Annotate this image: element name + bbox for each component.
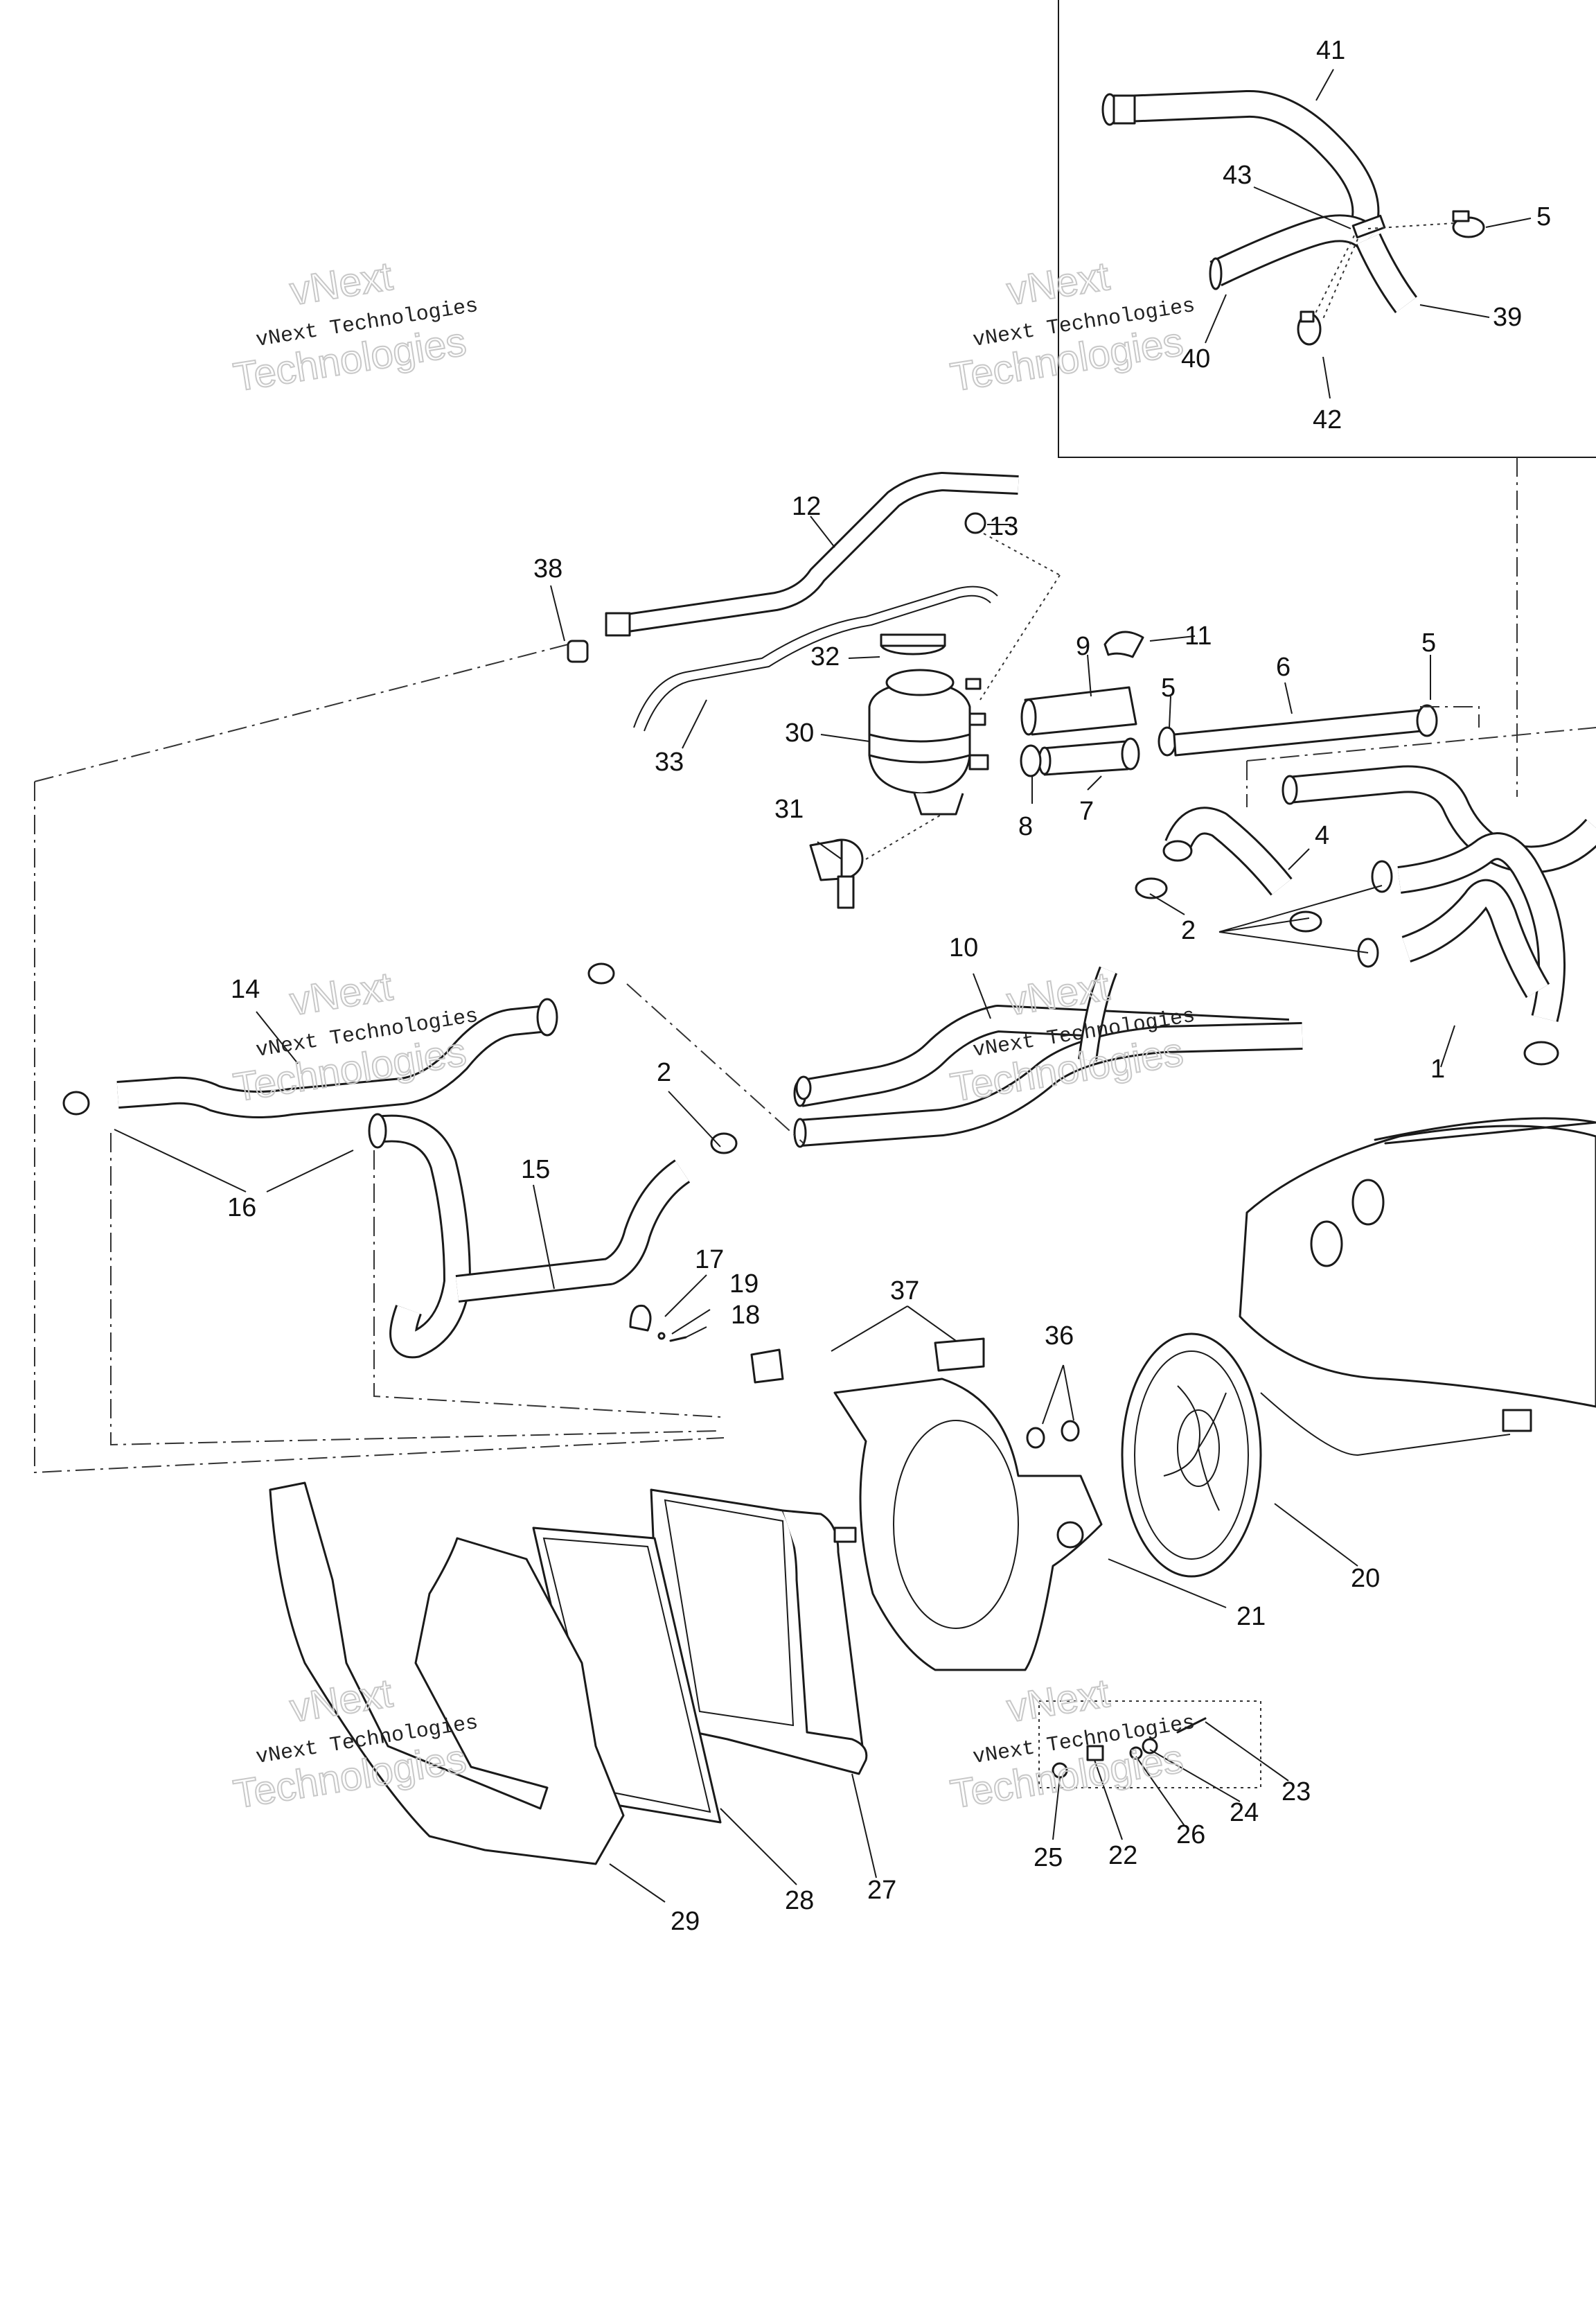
- callout-5: 5: [1536, 202, 1551, 231]
- callout-40: 40: [1181, 344, 1210, 373]
- callout-27: 27: [867, 1876, 896, 1905]
- callout-23: 23: [1282, 1777, 1311, 1806]
- hose-clamp-11: [1103, 631, 1144, 658]
- callout-1: 1: [1430, 1055, 1445, 1084]
- callout-8: 8: [1018, 812, 1033, 841]
- callout-10: 10: [949, 933, 978, 962]
- callout-18: 18: [731, 1301, 760, 1330]
- callout-38: 38: [533, 554, 562, 583]
- hose-41: [1101, 89, 1380, 225]
- bracket-37-right: [934, 1337, 985, 1372]
- callout-16: 16: [227, 1193, 256, 1222]
- callout-32: 32: [810, 642, 840, 671]
- engine-cover: [1239, 1117, 1596, 1408]
- bracket-31: [809, 838, 864, 909]
- callout-14: 14: [231, 975, 260, 1004]
- watermark-1: vNext vNext Technologies Technologies: [230, 253, 480, 401]
- callout-2-left: 2: [657, 1058, 671, 1087]
- clamp-5-mid: [1158, 726, 1177, 757]
- watermark-line1: vNext: [287, 964, 396, 1024]
- hose-4: [1162, 807, 1293, 896]
- watermark-6: vNext vNext Technologies Technologies: [947, 1670, 1197, 1818]
- sleeve-9: [1020, 686, 1137, 736]
- callout-25: 25: [1034, 1843, 1063, 1872]
- expansion-tank-30: [868, 669, 989, 816]
- fan-shroud-21: [833, 1378, 1103, 1671]
- radiator-27: [650, 1488, 868, 1775]
- callout-42: 42: [1313, 405, 1342, 434]
- callouts: 41 43 5 39 40 42 12 13 38 11 9 5 6 5 32 …: [227, 36, 1551, 1936]
- clamp-2-lower: [795, 1075, 812, 1100]
- callout-5b: 5: [1421, 628, 1436, 658]
- watermark-line1: vNext: [1004, 1671, 1112, 1731]
- leader-lines: [114, 69, 1532, 1903]
- callout-7: 7: [1079, 797, 1094, 826]
- callout-36: 36: [1045, 1321, 1074, 1350]
- callout-39: 39: [1493, 303, 1522, 332]
- clamp-5-left: [1121, 737, 1140, 771]
- clamp-8: [1020, 744, 1042, 777]
- callout-12: 12: [792, 492, 821, 521]
- callout-41: 41: [1316, 36, 1345, 65]
- bolt-23: [1176, 1717, 1207, 1734]
- callout-2-right: 2: [1181, 916, 1196, 945]
- grommet-36-a: [1026, 1427, 1045, 1449]
- callout-20: 20: [1351, 1564, 1380, 1593]
- clip-38: [567, 640, 589, 663]
- callout-4: 4: [1315, 821, 1329, 850]
- hose-33: [633, 586, 998, 732]
- clamp-42: [1297, 310, 1322, 346]
- callout-11: 11: [1185, 622, 1212, 651]
- bracket-37-left: [750, 1348, 784, 1384]
- watermark-line1: vNext: [287, 254, 396, 314]
- callout-17: 17: [695, 1245, 724, 1274]
- watermark-line1: vNext: [287, 1671, 396, 1731]
- callout-24: 24: [1230, 1798, 1259, 1827]
- inset-detail-box: [1058, 0, 1596, 458]
- hose-10: [793, 966, 1303, 1148]
- y-pipe-40-39: [1209, 214, 1418, 313]
- hose-14: [62, 962, 615, 1118]
- hose-12: [605, 472, 1019, 637]
- pipe-6: [1173, 704, 1438, 757]
- callout-26: 26: [1176, 1820, 1205, 1849]
- screw-18: [669, 1336, 687, 1342]
- callout-22: 22: [1108, 1841, 1137, 1870]
- callout-15: 15: [521, 1155, 550, 1184]
- hose-7: [1038, 740, 1129, 776]
- callout-28: 28: [785, 1886, 814, 1915]
- grommet-36-b: [1061, 1420, 1080, 1442]
- hardware-box: [1038, 1700, 1261, 1788]
- hose-1-assembly: [1282, 765, 1596, 1022]
- callout-9: 9: [1076, 632, 1090, 661]
- callout-19: 19: [729, 1269, 759, 1299]
- radiator-cap-32: [880, 633, 946, 655]
- clamp-17: [629, 1304, 652, 1332]
- watermark-2: vNext vNext Technologies Technologies: [947, 253, 1197, 401]
- callout-21: 21: [1236, 1602, 1266, 1631]
- callout-13: 13: [989, 512, 1018, 541]
- watermark-line1: vNext: [1004, 254, 1112, 314]
- callout-37: 37: [890, 1276, 919, 1305]
- fan-20: [1121, 1332, 1532, 1578]
- callout-33: 33: [655, 748, 684, 777]
- callout-5c: 5: [1161, 674, 1176, 703]
- panel-29: [269, 1481, 625, 1865]
- callout-29: 29: [671, 1907, 700, 1936]
- washer-26: [1129, 1746, 1143, 1760]
- callout-43: 43: [1223, 161, 1252, 190]
- clamp-5-inset: [1452, 210, 1485, 238]
- screw-19: [657, 1332, 666, 1340]
- callout-30: 30: [785, 719, 814, 748]
- clip-13: [964, 512, 986, 534]
- washer-24: [1142, 1738, 1158, 1754]
- hose-15: [368, 1113, 738, 1359]
- callout-31: 31: [774, 795, 804, 824]
- callout-6: 6: [1276, 653, 1291, 682]
